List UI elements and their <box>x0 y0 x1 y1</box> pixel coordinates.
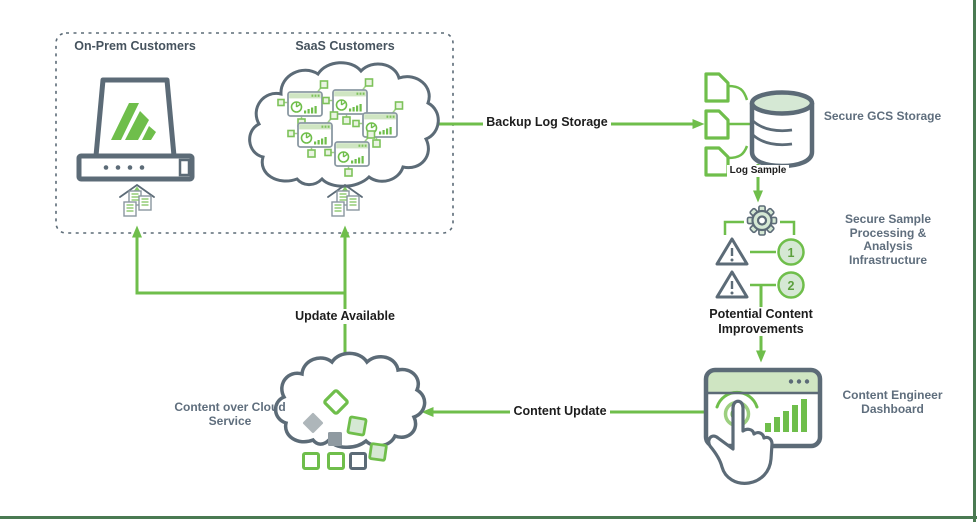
update-available-connector <box>132 225 347 358</box>
frame-border-bottom <box>0 516 977 519</box>
content-update-label: Content Update <box>495 404 625 419</box>
frame-border-right <box>973 0 976 522</box>
warning-triangle-1-icon <box>715 237 749 266</box>
secure-gcs-storage-label: Secure GCS Storage <box>823 109 942 123</box>
log-sample-label: Log Sample <box>722 165 794 177</box>
step-2-badge: 2 <box>787 278 795 293</box>
saas-customers-label: SaaS Customers <box>295 39 395 53</box>
customers-group-box <box>55 32 454 234</box>
gcs-database-icon <box>749 90 815 169</box>
upload-logs-icon-onprem <box>119 184 155 217</box>
step-2-badge-circle <box>777 271 805 299</box>
upload-logs-icon-saas <box>327 184 363 217</box>
backup-log-storage-label: Backup Log Storage <box>472 115 622 130</box>
on-prem-server-icon <box>76 77 195 182</box>
content-cloud-icon <box>273 351 427 470</box>
content-engineer-dashboard-label: Content Engineer Dashboard <box>842 388 943 416</box>
content-blocks-icon <box>302 389 388 470</box>
lacework-logo <box>111 103 156 140</box>
on-prem-customers-label: On-Prem Customers <box>74 39 196 53</box>
saas-cloud-icon <box>248 61 440 188</box>
gear-icon <box>746 205 778 236</box>
processing-infrastructure-label: Secure Sample Processing & Analysis Infr… <box>844 212 932 267</box>
dashboard-icon <box>703 367 823 485</box>
gear-bracket-left <box>723 220 744 235</box>
update-available-label: Update Available <box>275 309 415 324</box>
step-1-badge: 1 <box>787 245 795 260</box>
file1-link <box>727 84 749 101</box>
potential-improvements-label: Potential Content Improvements <box>693 307 829 336</box>
content-over-cloud-service-label: Content over Cloud Service <box>174 400 286 428</box>
log-files-icon <box>704 72 730 177</box>
file3-link <box>727 145 749 160</box>
step-1-badge-circle <box>777 238 805 266</box>
warning-triangle-2-icon <box>715 270 749 299</box>
bar-chart-icon <box>765 399 807 432</box>
hand-cursor-icon <box>707 399 774 485</box>
gear-bracket-right <box>780 220 796 235</box>
